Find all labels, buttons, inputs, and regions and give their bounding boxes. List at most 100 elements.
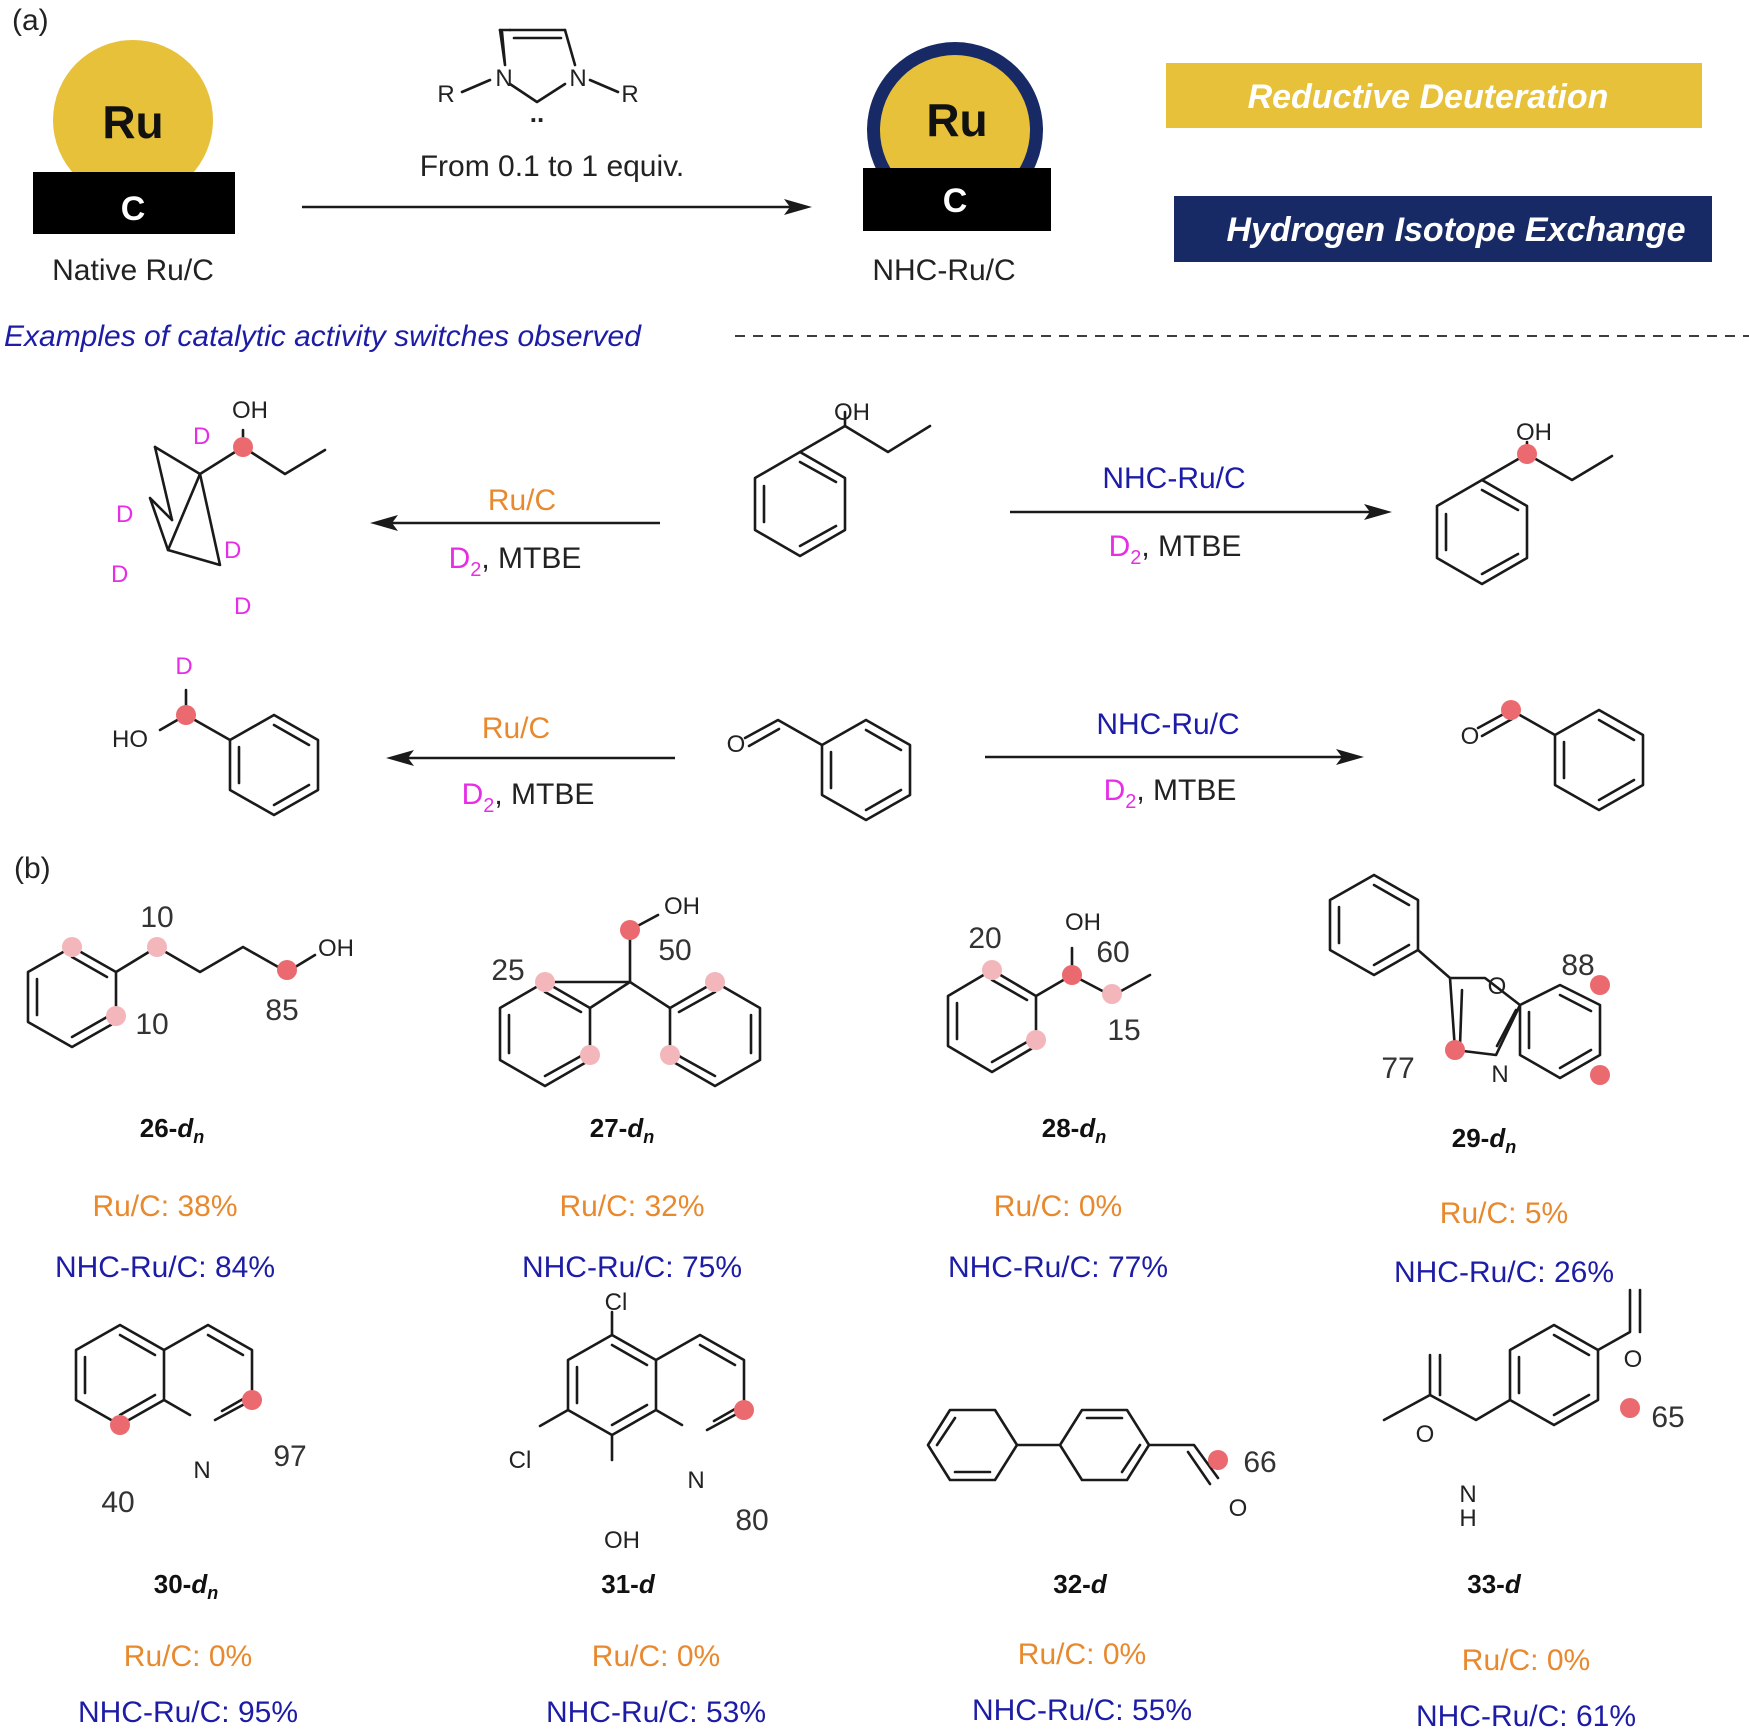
c28-ru-yield: Ru/C: 0% — [994, 1190, 1122, 1223]
rxn2-right-arrow — [985, 749, 1364, 765]
rxn2-left-ho: HO — [112, 726, 148, 753]
rxn1-left-oh: OH — [232, 397, 268, 424]
compound-29-structure: 88 77 O N — [1328, 873, 1610, 1088]
c31-ru-yield: Ru/C: 0% — [592, 1640, 720, 1673]
c27-num-b: 50 — [658, 934, 691, 967]
rxn1-right-catalyst: NHC-Ru/C — [1102, 462, 1245, 495]
rxn2-right-product: O — [1461, 700, 1645, 812]
c26-oh: OH — [318, 935, 354, 962]
c31-nhc-yield: NHC-Ru/C: 53% — [546, 1696, 766, 1729]
c31-oh: OH — [604, 1527, 640, 1554]
native-ru-c-graphic: Ru C — [33, 40, 235, 234]
c31-cl-top: Cl — [605, 1289, 628, 1316]
native-support-label: C — [121, 190, 146, 228]
c32-ru-yield: Ru/C: 0% — [1018, 1638, 1146, 1671]
rxn1-right-product: OH — [1435, 419, 1614, 586]
compound-33-label: 33-d Ru/C: 0% NHC-Ru/C: 61% — [1416, 1569, 1636, 1731]
c33-o-top: O — [1624, 1346, 1643, 1373]
c30-ru-yield: Ru/C: 0% — [124, 1640, 252, 1673]
native-caption: Native Ru/C — [52, 254, 214, 287]
compound-27-structure: 25 50 OH — [491, 893, 762, 1088]
compound-30-structure: 97 40 N — [74, 1323, 307, 1519]
compound-26-label: 26-dn Ru/C: 38% NHC-Ru/C: 84% — [55, 1113, 275, 1284]
compound-31-label: 31-d Ru/C: 0% NHC-Ru/C: 53% — [546, 1569, 766, 1729]
nhc-metal-label: Ru — [926, 94, 987, 146]
c26-ru-yield: Ru/C: 38% — [92, 1190, 237, 1223]
rxn2-start-structure: O — [727, 718, 912, 822]
svg-text:28-dn: 28-dn — [1042, 1113, 1106, 1147]
c26-num-c: 85 — [265, 994, 298, 1027]
c33-nhc-yield: NHC-Ru/C: 61% — [1416, 1700, 1636, 1731]
c33-ru-yield: Ru/C: 0% — [1462, 1644, 1590, 1677]
rxn2-left-condition: D2, MTBE — [462, 778, 595, 817]
rxn2-left-d: D — [175, 653, 192, 680]
rxn1-left-arrow — [370, 515, 660, 531]
rxn2-right-o: O — [1461, 723, 1480, 750]
c31-cl-left: Cl — [509, 1447, 532, 1474]
c30-nhc-yield: NHC-Ru/C: 95% — [78, 1696, 298, 1729]
nhc-r-left: R — [437, 81, 454, 108]
svg-text:32-d: 32-d — [1053, 1569, 1108, 1599]
c28-num-a: 20 — [968, 922, 1001, 955]
rxn1-left-site — [233, 437, 253, 457]
c33-num-a: 65 — [1651, 1401, 1684, 1434]
c30-num-b: 40 — [101, 1486, 134, 1519]
nhc-ru-particle — [880, 55, 1030, 205]
svg-text:33-d: 33-d — [1467, 1569, 1522, 1599]
c29-ru-yield: Ru/C: 5% — [1440, 1197, 1568, 1230]
c31-num-a: 80 — [735, 1504, 768, 1537]
c29-o: O — [1488, 973, 1507, 1000]
nhc-n-right: N — [569, 65, 586, 92]
rxn1-left-d5: D — [234, 593, 251, 620]
nhc-lone-pair: .. — [530, 98, 544, 128]
c27-oh: OH — [664, 893, 700, 920]
nhc-r-right: R — [621, 81, 638, 108]
nhc-support-label: C — [943, 182, 968, 220]
c31-n: N — [687, 1467, 704, 1494]
svg-text:29-dn: 29-dn — [1452, 1123, 1516, 1157]
rxn2-left-site — [176, 705, 196, 725]
compound-28-structure: 20 60 15 OH — [946, 909, 1152, 1074]
c33-n: N — [1459, 1481, 1476, 1508]
c30-num-a: 97 — [273, 1440, 306, 1473]
nhc-n-left: N — [495, 65, 512, 92]
svg-text:31-d: 31-d — [601, 1569, 656, 1599]
compound-30-label: 30-dn Ru/C: 0% NHC-Ru/C: 95% — [78, 1569, 298, 1729]
box-reductive-text: Reductive Deuteration — [1248, 78, 1609, 116]
rxn2-left-product: D HO — [112, 653, 320, 817]
c33-h: H — [1459, 1505, 1476, 1532]
c27-nhc-yield: NHC-Ru/C: 75% — [522, 1251, 742, 1284]
rxn1-start-oh: OH — [834, 399, 870, 426]
c27-ru-yield: Ru/C: 32% — [559, 1190, 704, 1223]
reagent-condition: From 0.1 to 1 equiv. — [420, 150, 685, 183]
main-arrow — [302, 199, 812, 215]
examples-heading: Examples of catalytic activity switches … — [4, 320, 642, 353]
rxn2-right-site — [1501, 700, 1521, 720]
c28-oh: OH — [1065, 909, 1101, 936]
rxn1-left-d3: D — [224, 537, 241, 564]
panel-b-label: (b) — [14, 852, 51, 885]
compound-27-label: 27-dn Ru/C: 32% NHC-Ru/C: 75% — [522, 1113, 742, 1284]
rxn1-right-site — [1517, 444, 1537, 464]
c29-num-b: 77 — [1381, 1052, 1414, 1085]
native-ru-particle — [53, 40, 213, 200]
c28-nhc-yield: NHC-Ru/C: 77% — [948, 1251, 1168, 1284]
compound-26-structure: 10 10 85 OH — [26, 901, 354, 1049]
nhc-caption: NHC-Ru/C — [872, 254, 1015, 287]
compound-29-label: 29-dn Ru/C: 5% NHC-Ru/C: 26% — [1394, 1123, 1614, 1289]
box-hie — [1174, 196, 1712, 262]
rxn1-left-product: OH D D D D D — [111, 397, 327, 620]
rxn1-left-d1: D — [193, 423, 210, 450]
c29-nhc-yield: NHC-Ru/C: 26% — [1394, 1256, 1614, 1289]
svg-text:30-dn: 30-dn — [154, 1569, 218, 1603]
rxn2-left-catalyst: Ru/C — [482, 712, 550, 745]
c29-num-a: 88 — [1561, 949, 1594, 982]
rxn1-right-condition: D2, MTBE — [1109, 530, 1242, 569]
native-carbon-support — [33, 172, 235, 234]
c28-num-c: 15 — [1107, 1014, 1140, 1047]
c32-nhc-yield: NHC-Ru/C: 55% — [972, 1694, 1192, 1727]
rxn1-right-oh: OH — [1516, 419, 1552, 446]
nhc-ru-c-graphic: Ru C — [863, 42, 1051, 231]
panel-a-label: (a) — [12, 4, 49, 37]
